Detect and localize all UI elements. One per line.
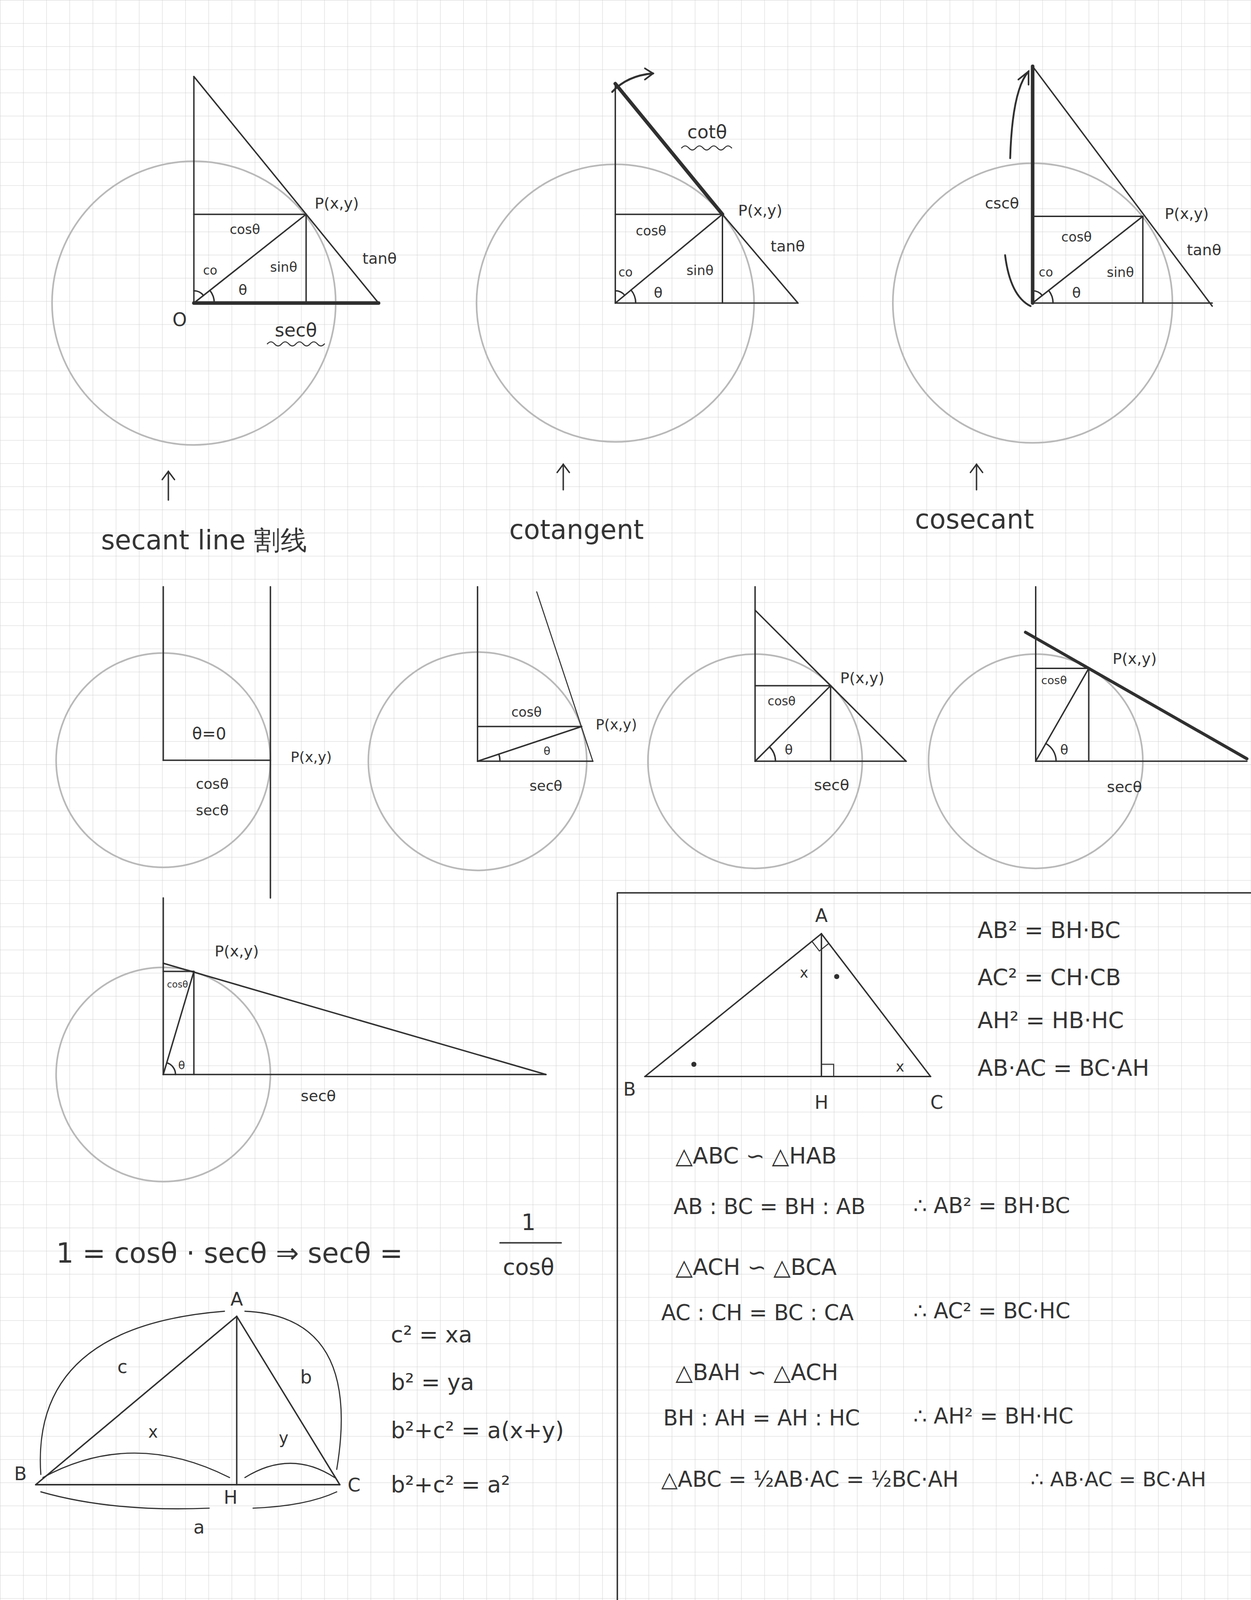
math-label: cscθ — [984, 195, 1019, 213]
math-label: secant line 割线 — [100, 525, 308, 557]
math-label: P(x,y) — [738, 202, 783, 220]
math-label: cosθ — [767, 694, 796, 709]
math-label: cosθ — [502, 1254, 555, 1281]
math-label: 1 = cosθ · secθ ⇒ secθ = — [56, 1236, 403, 1269]
math-label: tanθ — [770, 238, 805, 256]
math-label: ∴ AH² = BH·HC — [913, 1403, 1074, 1429]
math-label: cosθ — [511, 705, 543, 721]
construction-lines — [35, 66, 1251, 1600]
math-label: cosecant — [915, 505, 1035, 536]
math-label: co — [203, 264, 218, 279]
math-label: P(x,y) — [314, 195, 359, 213]
math-label: AC² = CH·CB — [977, 964, 1121, 991]
math-label: AB·AC = BC·AH — [977, 1055, 1150, 1082]
math-label: P(x,y) — [840, 669, 885, 687]
math-label: cotangent — [508, 515, 644, 546]
math-label: cotθ — [687, 122, 727, 144]
math-label: x — [895, 1058, 905, 1075]
math-label: O — [172, 309, 187, 332]
math-label: θ — [653, 284, 663, 301]
math-label: P(x,y) — [595, 716, 637, 733]
math-label: tanθ — [1186, 241, 1222, 260]
math-label: sinθ — [1106, 265, 1134, 281]
math-label: cosθ — [195, 775, 229, 792]
math-label: △ABC = ½AB·AC = ½BC·AH — [661, 1467, 959, 1492]
math-label: tanθ — [362, 250, 397, 268]
math-label: B — [14, 1463, 27, 1485]
math-label: x — [148, 1422, 158, 1442]
math-label: P(x,y) — [1112, 650, 1158, 668]
math-label: AB² = BH·BC — [977, 917, 1121, 944]
math-label: c — [117, 1356, 128, 1378]
math-label: AC : CH = BC : CA — [661, 1300, 854, 1326]
math-label: θ — [1072, 284, 1082, 301]
math-label: secθ — [275, 319, 317, 342]
math-label: cosθ — [1041, 675, 1068, 688]
math-label: co — [1038, 266, 1053, 281]
math-label: AH² = HB·HC — [977, 1007, 1124, 1034]
math-label: P(x,y) — [214, 942, 259, 961]
math-label: b²+c² = a² — [390, 1471, 510, 1498]
math-label: secθ — [529, 777, 563, 794]
math-label: b — [300, 1366, 313, 1388]
math-label: H — [814, 1092, 829, 1114]
math-label: y — [278, 1428, 289, 1448]
math-label: c² = xa — [390, 1321, 473, 1348]
math-label: θ — [238, 281, 248, 299]
math-label: b²+c² = a(x+y) — [390, 1417, 564, 1444]
math-label: ∴ AB² = BH·BC — [913, 1193, 1071, 1218]
math-label: cosθ — [166, 979, 189, 990]
math-label: θ — [178, 1059, 186, 1073]
math-label: x — [800, 964, 809, 981]
math-label: θ=0 — [191, 725, 226, 744]
math-label: b² = ya — [390, 1369, 475, 1396]
math-label: A — [230, 1289, 244, 1311]
unit-circles — [51, 161, 1173, 1182]
angle-dots — [691, 973, 840, 1067]
math-label: H — [223, 1486, 238, 1509]
math-label: P(x,y) — [290, 748, 332, 766]
math-label: θ — [784, 743, 793, 759]
math-label: cosθ — [1061, 230, 1093, 246]
math-label: a — [193, 1516, 205, 1538]
math-label: △ABC ∽ △HAB — [675, 1142, 837, 1169]
math-label: P(x,y) — [1164, 205, 1210, 223]
math-label: ∴ AB·AC = BC·AH — [1030, 1467, 1207, 1492]
math-label: co — [618, 266, 633, 281]
math-label: C — [347, 1474, 361, 1496]
math-label: cosθ — [635, 224, 667, 240]
math-label: △ACH ∽ △BCA — [675, 1254, 837, 1281]
math-label: θ — [1060, 743, 1069, 759]
math-label: 1 — [521, 1209, 536, 1235]
math-label: ∴ AC² = BC·HC — [913, 1298, 1071, 1324]
math-label: A — [815, 905, 828, 927]
math-label: cosθ — [229, 223, 261, 239]
math-label: B — [623, 1078, 636, 1101]
math-label: secθ — [1106, 778, 1143, 797]
math-label: sinθ — [686, 263, 714, 279]
math-label: sinθ — [270, 260, 298, 276]
math-label: C — [930, 1092, 943, 1114]
math-label: secθ — [300, 1087, 337, 1106]
math-label: secθ — [814, 776, 850, 795]
math-label: AB : BC = BH : AB — [673, 1194, 866, 1219]
math-label: BH : AH = AH : HC — [663, 1405, 860, 1431]
math-label: △BAH ∽ △ACH — [675, 1359, 839, 1385]
math-label: θ — [543, 745, 551, 759]
math-label: secθ — [195, 801, 229, 819]
